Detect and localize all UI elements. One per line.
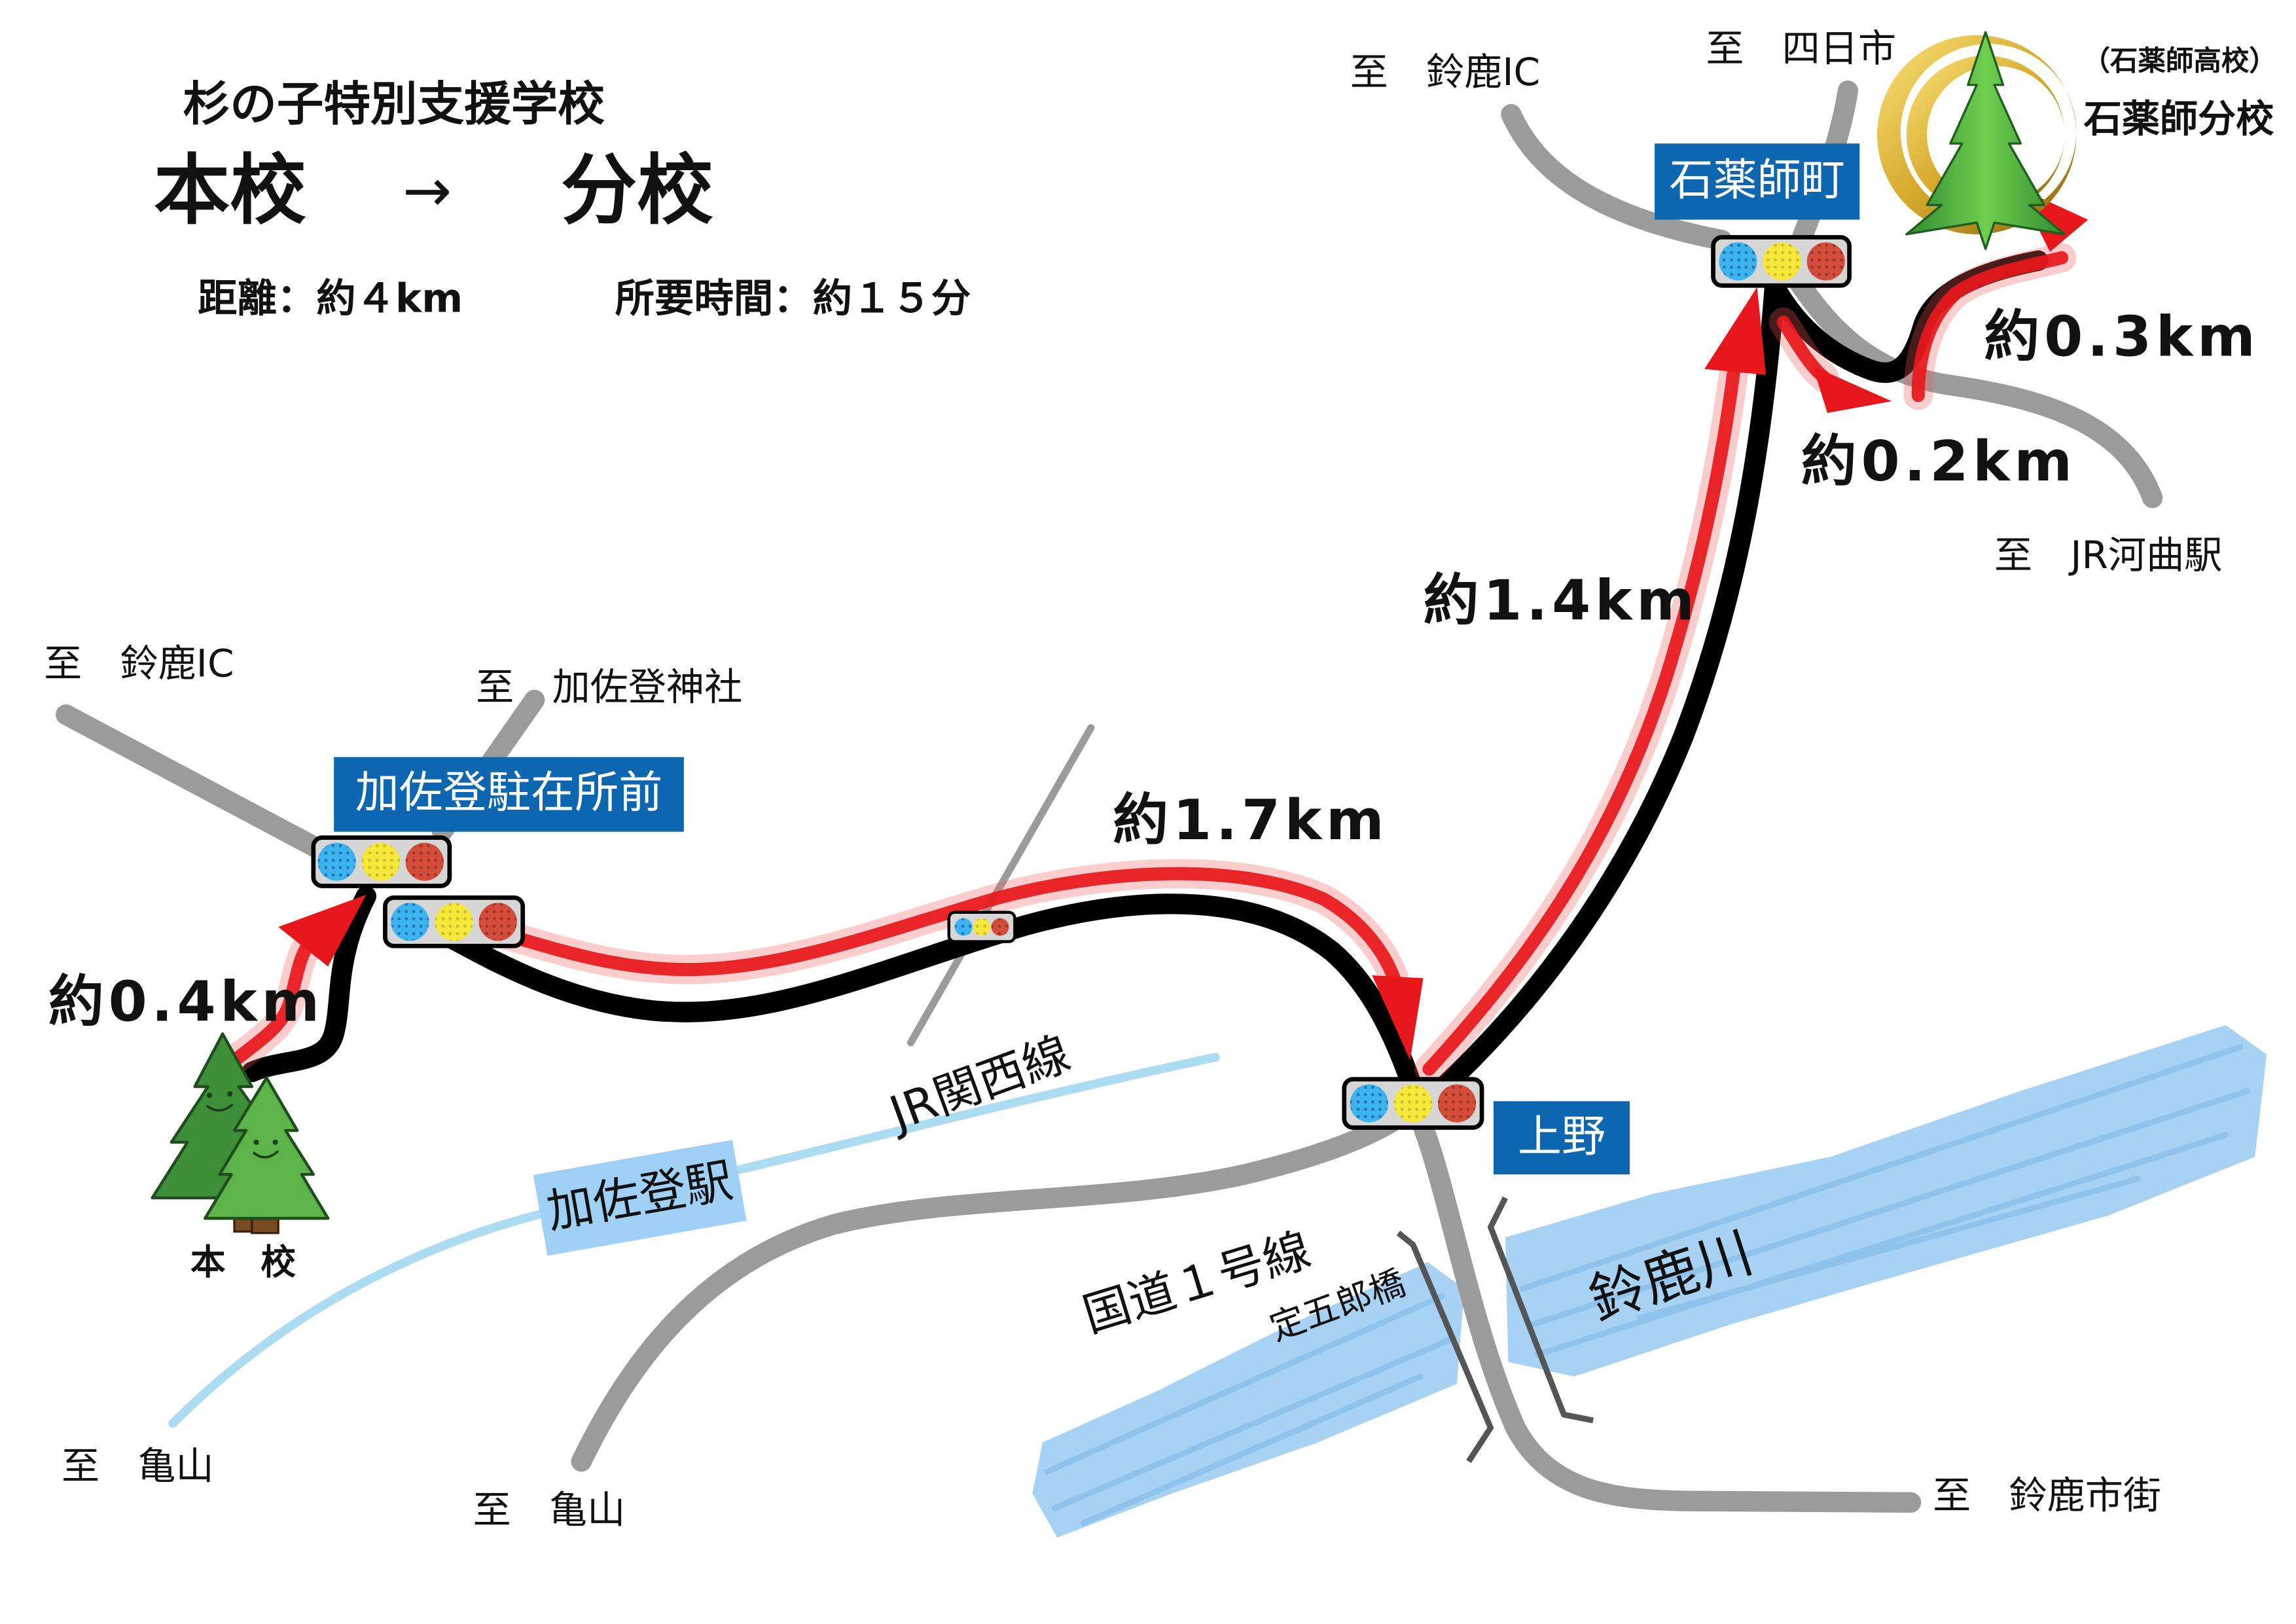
destination-suzuka-city: 至 鈴鹿市街 [1933, 1473, 2161, 1517]
river-brush-strokes [1044, 1044, 2251, 1526]
direction-arrow-2 [435, 867, 1401, 985]
road-crossing [906, 724, 1095, 1047]
arrow-label: → [403, 157, 452, 225]
segment-distance-2: 約1.7km [1113, 788, 1388, 853]
route-segment-3 [1433, 276, 1785, 1097]
destination-jr-kawano: 至 JR河曲駅 [1994, 533, 2222, 577]
road-to-suzuka-ic-west [56, 704, 330, 860]
arrow-head-icon [1372, 975, 1424, 1060]
national-route-1-west [571, 1096, 1425, 1472]
traffic-light-icon [947, 911, 1016, 943]
traffic-light-icon [1711, 235, 1852, 288]
destination-kameyama-west: 至 亀山 [62, 1444, 214, 1489]
tree-icon [151, 1032, 330, 1235]
destination-yokkaichi: 至 四日市 [1706, 26, 1896, 71]
school-name: 杉の子特別支援学校 [183, 77, 605, 131]
segment-distance-3: 約1.4km [1424, 568, 1699, 633]
destination-suzuka-ic-north: 至 鈴鹿IC [1350, 50, 1540, 94]
destination-kameyama-south: 至 亀山 [473, 1488, 626, 1532]
main-school-name: 本 校 [190, 1241, 296, 1282]
station-label: 加佐登駅 [533, 1140, 747, 1256]
arrow-head-icon [1704, 287, 1767, 375]
tree-logo-icon [1877, 31, 2077, 250]
segment-distance-1: 約0.4km [48, 969, 324, 1034]
direction-arrow-1 [207, 930, 320, 1086]
intersection-name: 加佐登駐在所前 [355, 767, 663, 818]
railway-line [168, 1053, 1220, 1428]
traffic-light-icon [383, 895, 526, 948]
direction-arrow-3 [1422, 365, 1740, 1076]
road-to-suzuka-ic-north [1501, 103, 1732, 251]
intersection-label-ueno: 上野 [1493, 1101, 1630, 1175]
direction-arrow-5 [1911, 251, 2069, 403]
segment-distance-5: 約0.3km [1984, 305, 2259, 370]
bridge-rail-west [1396, 1231, 1494, 1464]
road-to-jr-kawano [1787, 270, 2163, 509]
national-route-1-south [1407, 1102, 1922, 1513]
intersection-name: 上野 [1518, 1111, 1605, 1162]
distance-label: 距離：約４km [198, 276, 463, 322]
traffic-light-icon [1342, 1077, 1484, 1130]
branch-school-name: 石薬師分校 [2084, 96, 2275, 141]
bridge-rail-east [1488, 1196, 1594, 1424]
river-east-part [1505, 1025, 2267, 1377]
destination-label: 分校 [561, 147, 713, 235]
branch-school-note: （石薬師高校） [2082, 45, 2277, 77]
destination-suzuka-ic-west: 至 鈴鹿IC [44, 641, 234, 686]
bridge-marks [1396, 1196, 1594, 1464]
arrow-head-icon [1812, 366, 1892, 413]
intersection-name: 石薬師町 [1669, 154, 1844, 206]
intersection-label-ishiyakushi-town: 石薬師町 [1655, 143, 1860, 220]
route-segment-1 [242, 886, 377, 1083]
origin-label: 本校 [154, 147, 306, 235]
traffic-light-icon [311, 835, 452, 888]
intersection-label-kasado-police-box: 加佐登駐在所前 [334, 757, 684, 832]
segment-distance-4: 約0.2km [1801, 429, 2077, 494]
arrow-head-icon [278, 894, 367, 967]
direction-arrows [207, 251, 2069, 1086]
destination-kasado-shrine: 至 加佐登神社 [476, 664, 742, 709]
travel-time-label: 所要時間：約１５分 [615, 276, 971, 322]
